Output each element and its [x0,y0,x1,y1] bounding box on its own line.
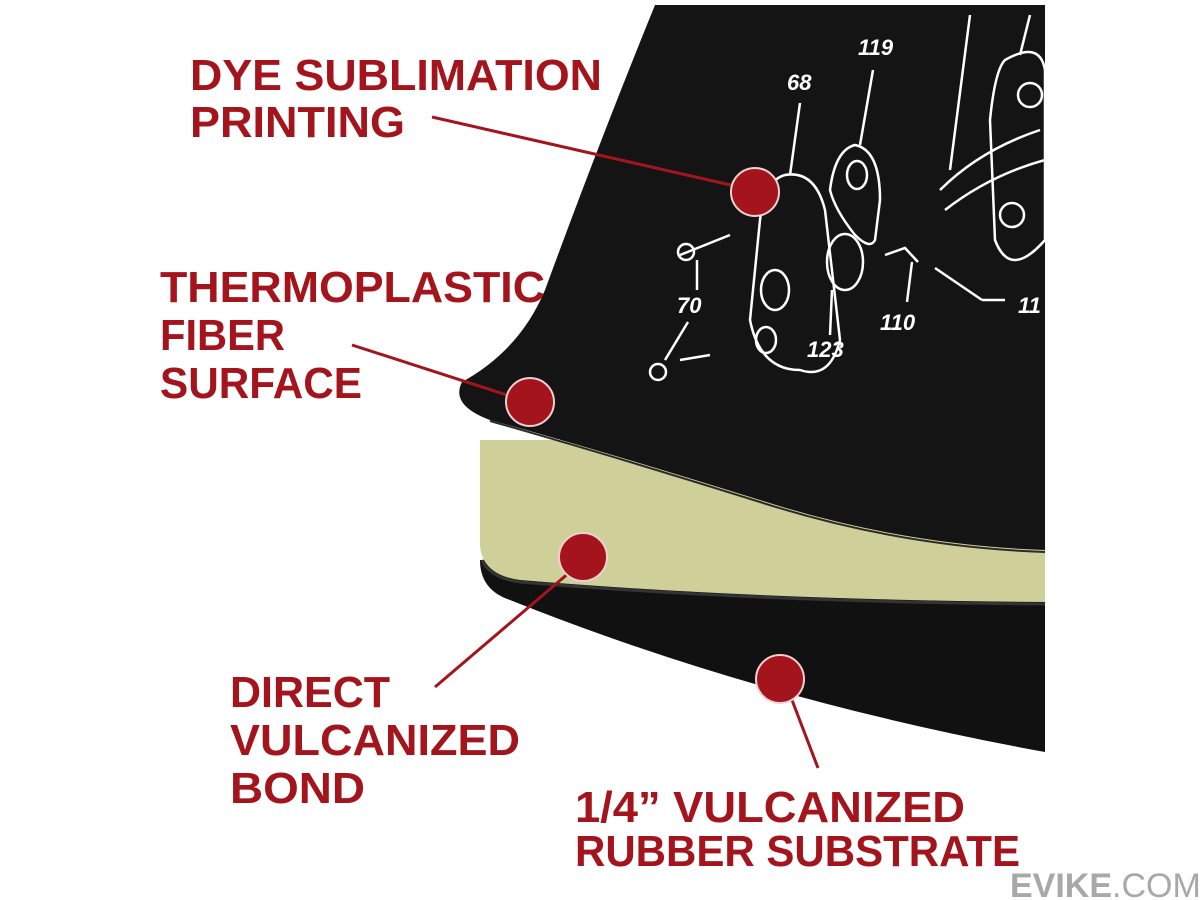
part-number: 70 [677,293,702,318]
part-number: 110 [880,310,916,335]
label-rubber-substrate: RUBBER SUBSTRATE [575,827,1020,876]
rubber-substrate-layer [480,560,1045,752]
part-number: 123 [807,337,844,362]
watermark-bold: EVIKE [1010,867,1112,900]
part-number: 119 [858,35,894,60]
callout-dot-dye-sublimation [730,167,780,217]
part-number: 11 [1018,293,1041,318]
layer-edge [480,559,1046,606]
label-fiber: FIBER [160,311,285,360]
label-vulcanized: VULCANIZED [230,716,520,765]
label-surface: SURFACE [160,359,362,408]
label-printing: PRINTING [190,98,405,147]
label-direct: DIRECT [230,668,390,717]
callout-lines [351,115,820,769]
watermark-light: .COM [1112,867,1200,900]
callout-dot-rubber [755,654,805,704]
callout-dot-thermoplastic [505,377,555,427]
label-quarter-inch-vulcanized: 1/4” VULCANIZED [575,783,965,832]
part-number: 68 [787,70,812,95]
exploded-parts-diagram [648,14,1047,382]
fiber-surface-layer [459,5,1045,550]
evike-watermark: EVIKE.COM [1010,867,1200,900]
label-dye-sublimation: DYE SUBLIMATION [190,51,602,100]
layer-edge [489,420,1046,553]
label-thermoplastic: THERMOPLASTIC [160,263,545,312]
label-bond: BOND [230,764,365,813]
callout-dot-bond [558,532,608,582]
